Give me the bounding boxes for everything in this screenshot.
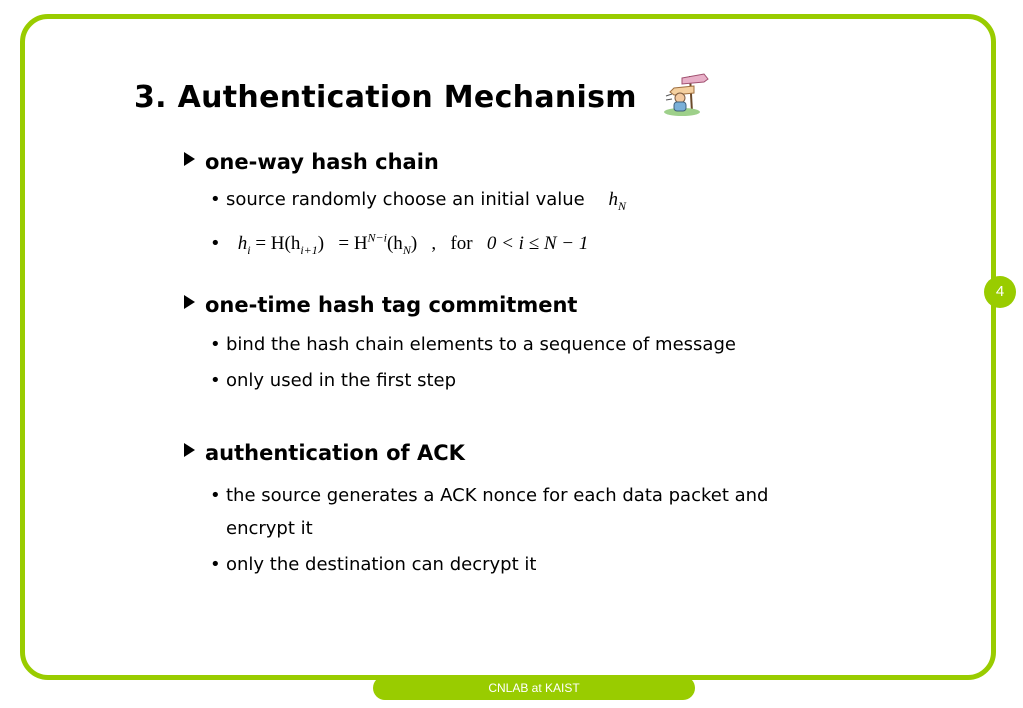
list-item: •the source generates a ACK nonce for ea… bbox=[210, 479, 769, 545]
bullet-text: only used in the first step bbox=[226, 370, 457, 391]
triangle-bullet-icon bbox=[184, 443, 195, 457]
list-item: •bind the hash chain elements to a seque… bbox=[210, 328, 736, 361]
bullet-dot: • bbox=[210, 233, 221, 255]
list-item: •source randomly choose an initial value… bbox=[210, 183, 626, 223]
list-item: •only used in the first step bbox=[210, 364, 456, 397]
bullet-text: source randomly choose an initial value bbox=[226, 189, 585, 210]
bullet-text: the source generates a ACK nonce for eac… bbox=[226, 485, 769, 539]
bullet-dot: • bbox=[210, 554, 221, 575]
section-heading-ack: authentication of ACK bbox=[184, 441, 465, 465]
formula-hash-chain: hi = H(hi+1) = HN−i(hN) , for 0 < i ≤ N … bbox=[237, 231, 589, 258]
bullet-dot: • bbox=[210, 334, 221, 355]
page-number-badge: 4 bbox=[984, 276, 1016, 308]
list-item: •only the destination can decrypt it bbox=[210, 548, 536, 581]
person-with-signpost-icon bbox=[664, 73, 709, 116]
section-heading-text: authentication of ACK bbox=[205, 441, 465, 465]
section-heading-hash-chain: one-way hash chain bbox=[184, 150, 439, 174]
triangle-bullet-icon bbox=[184, 152, 195, 166]
list-item: • hi = H(hi+1) = HN−i(hN) , for 0 < i ≤ … bbox=[210, 222, 588, 267]
bullet-dot: • bbox=[210, 485, 221, 506]
bullet-text: only the destination can decrypt it bbox=[226, 554, 537, 575]
formula-hn: hN bbox=[608, 189, 626, 213]
bullet-dot: • bbox=[210, 370, 221, 391]
slide-frame bbox=[20, 14, 996, 680]
section-heading-hash-tag: one-time hash tag commitment bbox=[184, 293, 577, 317]
section-heading-text: one-way hash chain bbox=[205, 150, 439, 174]
bullet-text: bind the hash chain elements to a sequen… bbox=[226, 334, 736, 355]
footer-bar: CNLAB at KAIST bbox=[373, 676, 695, 700]
slide-title: 3. Authentication Mechanism bbox=[134, 80, 637, 115]
section-heading-text: one-time hash tag commitment bbox=[205, 293, 578, 317]
bullet-dot: • bbox=[210, 189, 221, 210]
triangle-bullet-icon bbox=[184, 295, 195, 309]
